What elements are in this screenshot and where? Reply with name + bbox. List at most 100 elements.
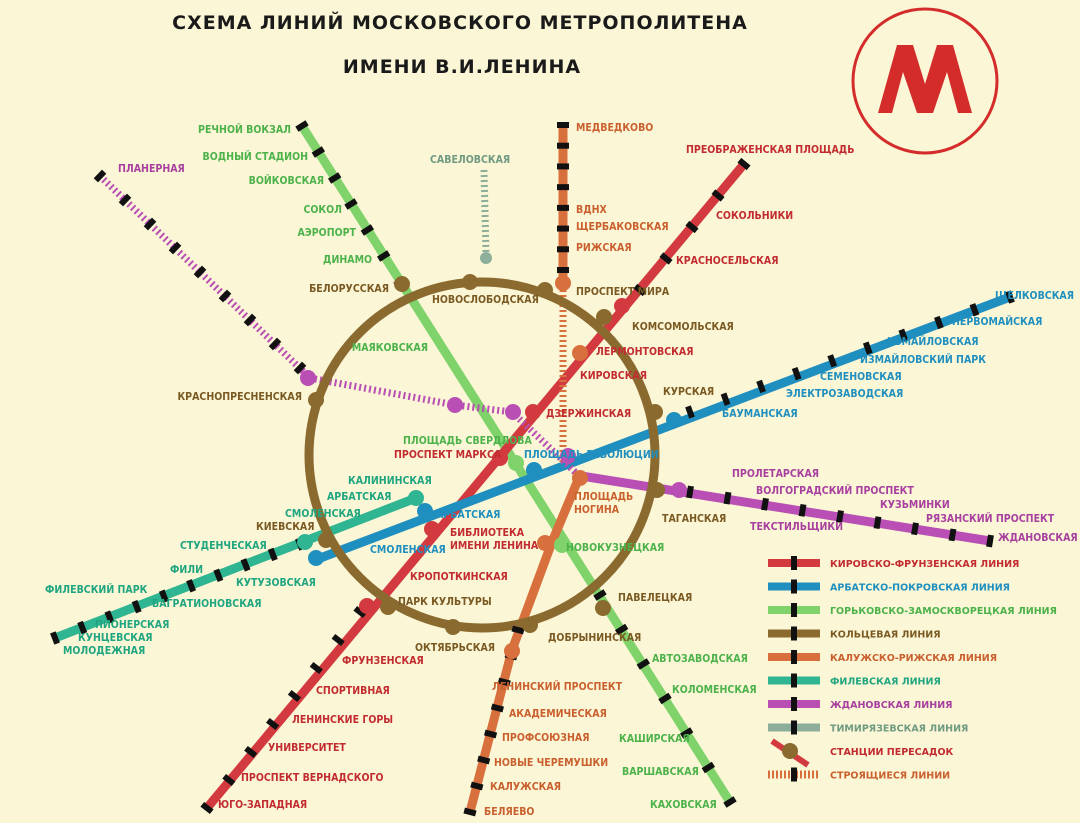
legend-label: ЖДАНОВСКАЯ ЛИНИЯ	[830, 700, 952, 711]
line-orange-south	[465, 478, 583, 814]
station-label-sokolniki: СОКОЛЬНИКИ	[716, 210, 793, 222]
station-tick	[168, 241, 182, 255]
station-tick	[862, 341, 873, 355]
legend-swatch-tick	[791, 720, 797, 735]
station-label-sportivnaya: СПОРТИВНАЯ	[316, 685, 390, 697]
transfer-pl-nogina-purple	[560, 448, 576, 464]
station-tick	[268, 337, 282, 351]
station-label-fili: ФИЛИ	[170, 564, 203, 576]
station-label-pr-marksa: ПРОСПЕКТ МАРКСА	[394, 449, 502, 461]
transfer-barrikadnaya	[300, 370, 316, 386]
station-tick	[593, 589, 607, 601]
station-label-akademicheskaya: АКАДЕМИЧЕСКАЯ	[509, 708, 607, 720]
station-tick	[470, 781, 484, 791]
legend-swatch-tick	[791, 697, 797, 711]
station-tick	[557, 163, 569, 170]
station-tick	[827, 354, 838, 368]
station-label-pionerskaya: ПИОНЕРСКАЯ	[95, 619, 169, 631]
line-purple-center	[309, 374, 578, 475]
station-label-izm-park: ИЗМАЙЛОВСКИЙ ПАРК	[860, 353, 986, 366]
transfer-biblioteka	[424, 521, 440, 537]
station-label-belorusskaya: БЕЛОРУССКАЯ	[309, 283, 389, 295]
station-tick	[723, 491, 732, 505]
station-tick	[658, 692, 672, 705]
legend-label: КИРОВСКО-ФРУНЗЕНСКАЯ ЛИНИЯ	[830, 559, 1019, 570]
station-label-biblioteka: БИБЛИОТЕКА	[450, 527, 525, 539]
station-label-kutuzovskaya: КУТУЗОВСКАЯ	[236, 577, 316, 589]
station-label-filevsky-park: ФИЛЕВСКИЙ ПАРК	[45, 583, 148, 596]
station-label-smolenskaya-f: СМОЛЕНСКАЯ	[285, 508, 361, 520]
station-label-kashirskaya: КАШИРСКАЯ	[619, 733, 690, 745]
legend-label: СТАНЦИИ ПЕРЕСАДОК	[830, 747, 954, 758]
station-tick	[636, 658, 651, 670]
station-tick	[836, 510, 844, 523]
station-tick	[143, 217, 157, 231]
station-label-dzerzhinskaya: ДЗЕРЖИНСКАЯ	[546, 408, 631, 420]
station-label-novokuznetskaya: НОВОКУЗНЕЦКАЯ	[566, 542, 664, 554]
transfer-oktyabrskaya	[445, 619, 461, 635]
station-label-kuzminki: КУЗЬМИНКИ	[880, 499, 950, 511]
station-tick	[463, 807, 477, 817]
station-tick	[309, 661, 323, 675]
station-label-novye-cheremushki: НОВЫЕ ЧЕРЕМУШКИ	[494, 757, 608, 769]
station-tick	[267, 547, 278, 562]
station-label-elektrozavodskaya: ЭЛЕКТРОЗАВОДСКАЯ	[786, 388, 903, 400]
transfer-pl-nogina-orange	[572, 470, 588, 486]
station-label-vodny: ВОДНЫЙ СТАДИОН	[203, 150, 309, 163]
station-tick	[104, 610, 115, 624]
legend-swatch-tick	[791, 650, 797, 664]
station-label-pl-revolyutsii: ПЛОЩАДЬ РЕВОЛЮЦИИ	[524, 449, 659, 461]
station-tick	[511, 625, 525, 635]
station-tick	[376, 250, 391, 262]
station-tick	[557, 225, 569, 232]
station-label-baumanskaya: БАУМАНСКАЯ	[722, 408, 798, 420]
transfer-kurskaya-ring	[647, 404, 663, 420]
line-teal	[53, 493, 418, 643]
legend-swatch-tick	[791, 603, 797, 617]
station-tick	[50, 631, 60, 645]
station-tick	[798, 503, 807, 517]
transfer-prospekt-mira-orange	[555, 275, 571, 291]
ring-line	[304, 277, 660, 633]
station-tick	[969, 303, 980, 317]
station-tick	[295, 120, 309, 132]
station-label-universitet: УНИВЕРСИТЕТ	[268, 742, 346, 754]
transfer-pushkinskaya	[447, 397, 463, 413]
station-label-mayakovskaya: МАЯКОВСКАЯ	[352, 342, 428, 354]
legend-item: ФИЛЕВСКАЯ ЛИНИЯ	[768, 673, 941, 688]
transfer-arbatskaya	[417, 503, 433, 519]
station-tick	[477, 755, 491, 765]
transfer-pl-revolyutsii	[526, 462, 542, 478]
legend-label: АРБАТСКО-ПОКРОВСКАЯ ЛИНИЯ	[830, 583, 1010, 594]
station-label-park-kultury: ПАРК КУЛЬТУРЫ	[398, 596, 492, 608]
station-label-belyaevo: БЕЛЯЕВО	[484, 806, 534, 818]
legend-item: СТАНЦИИ ПЕРЕСАДОК	[770, 738, 954, 768]
station-tick	[614, 623, 629, 636]
legend-swatch-tick	[791, 767, 797, 782]
station-label-volgogradsky: ВОЛГОГРАДСКИЙ ПРОСПЕКТ	[756, 484, 914, 497]
station-label-shchelkovskaya: ЩЕЛКОВСКАЯ	[995, 290, 1074, 302]
station-label-leninskie-gory: ЛЕНИНСКИЕ ГОРЫ	[292, 714, 393, 726]
station-tick	[873, 516, 882, 530]
station-tick	[222, 773, 236, 787]
station-tick	[557, 204, 569, 211]
station-tick	[200, 801, 214, 815]
station-label-rechnoy: РЕЧНОЙ ВОКЗАЛ	[198, 123, 291, 136]
metro-logo-icon	[851, 7, 999, 155]
line-grey	[480, 169, 490, 256]
transfer-belorusskaya	[394, 276, 410, 292]
station-label-kuntsevskaya: КУНЦЕВСКАЯ	[78, 632, 153, 644]
station-label-vdnh: ВДНХ	[576, 204, 608, 216]
station-label-arbatskaya-a: АРБАТСКАЯ	[436, 509, 500, 521]
station-label-molodezhnaya: МОЛОДЕЖНАЯ	[63, 645, 145, 657]
station-label-novoslobodskaya: НОВОСЛОБОДСКАЯ	[432, 294, 539, 306]
station-label-medvedkovo: МЕДВЕДКОВО	[576, 122, 653, 134]
transfer-kuznetsky-most	[505, 404, 521, 420]
transfer-dzerzhinskaya	[525, 404, 541, 420]
station-label-sokol: СОКОЛ	[303, 204, 342, 216]
station-label-dobryninskaya: ДОБРЫНИНСКАЯ	[548, 632, 641, 644]
legend-label: СТРОЯЩИЕСЯ ЛИНИИ	[830, 771, 950, 782]
legend-item: ГОРЬКОВСКО-ЗАМОСКВОРЕЦКАЯ ЛИНИЯ	[768, 603, 1057, 617]
station-label-zhdanovskaya: ЖДАНОВСКАЯ	[998, 532, 1078, 544]
station-tick	[193, 265, 207, 279]
